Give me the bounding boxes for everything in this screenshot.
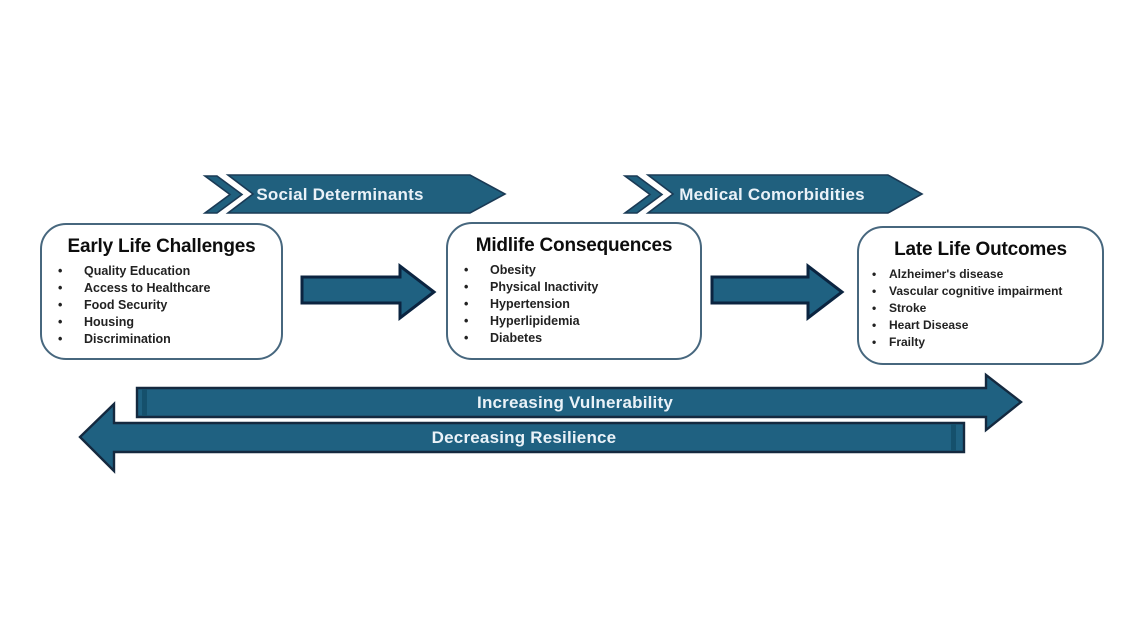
- stage-box-midlife: Midlife Consequences Obesity Physical In…: [446, 222, 702, 360]
- resilience-arrow-bevel: [951, 424, 956, 451]
- list-item: Food Security: [42, 297, 281, 314]
- increasing-vulnerability-label: Increasing Vulnerability: [477, 393, 673, 412]
- medical-comorbidities-chevron-icon: [622, 175, 664, 214]
- stage-list-midlife: Obesity Physical Inactivity Hypertension…: [448, 262, 700, 347]
- medical-comorbidities-banner-shape: [645, 174, 924, 214]
- list-item: Physical Inactivity: [448, 279, 700, 296]
- decreasing-resilience-label: Decreasing Resilience: [431, 428, 617, 447]
- banner-medical-comorbidities-label: Medical Comorbidities: [679, 185, 865, 204]
- social-determinants-chevron-icon: [202, 175, 244, 214]
- stage-title-early-life: Early Life Challenges: [67, 236, 256, 257]
- stage-list-early-life: Quality Education Access to Healthcare F…: [42, 263, 281, 348]
- stage-box-late-life: Late Life Outcomes Alzheimer's disease V…: [857, 226, 1104, 365]
- list-item: Stroke: [859, 300, 1102, 317]
- decreasing-resilience-arrow-icon: [78, 401, 966, 474]
- list-item: Hyperlipidemia: [448, 313, 700, 330]
- stage-box-early-life: Early Life Challenges Quality Education …: [40, 223, 283, 360]
- list-item: Housing: [42, 314, 281, 331]
- list-item: Heart Disease: [859, 317, 1102, 334]
- stage-list-late-life: Alzheimer's disease Vascular cognitive i…: [859, 266, 1102, 351]
- list-item: Obesity: [448, 262, 700, 279]
- list-item: Frailty: [859, 334, 1102, 351]
- list-item: Discrimination: [42, 331, 281, 348]
- social-determinants-banner-shape: [225, 174, 507, 214]
- stage-title-midlife: Midlife Consequences: [475, 235, 673, 256]
- arrow-midlife-to-late-icon: [710, 262, 845, 322]
- list-item: Access to Healthcare: [42, 280, 281, 297]
- stage-title-late-life: Late Life Outcomes: [894, 239, 1067, 260]
- list-item: Quality Education: [42, 263, 281, 280]
- list-item: Diabetes: [448, 330, 700, 347]
- increasing-vulnerability-arrow-icon: [135, 372, 1023, 433]
- vulnerability-arrow-bevel: [142, 389, 147, 416]
- list-item: Alzheimer's disease: [859, 266, 1102, 283]
- banner-social-determinants-label: Social Determinants: [256, 185, 424, 204]
- list-item: Vascular cognitive impairment: [859, 283, 1102, 300]
- list-item: Hypertension: [448, 296, 700, 313]
- arrow-early-to-midlife-icon: [300, 262, 437, 322]
